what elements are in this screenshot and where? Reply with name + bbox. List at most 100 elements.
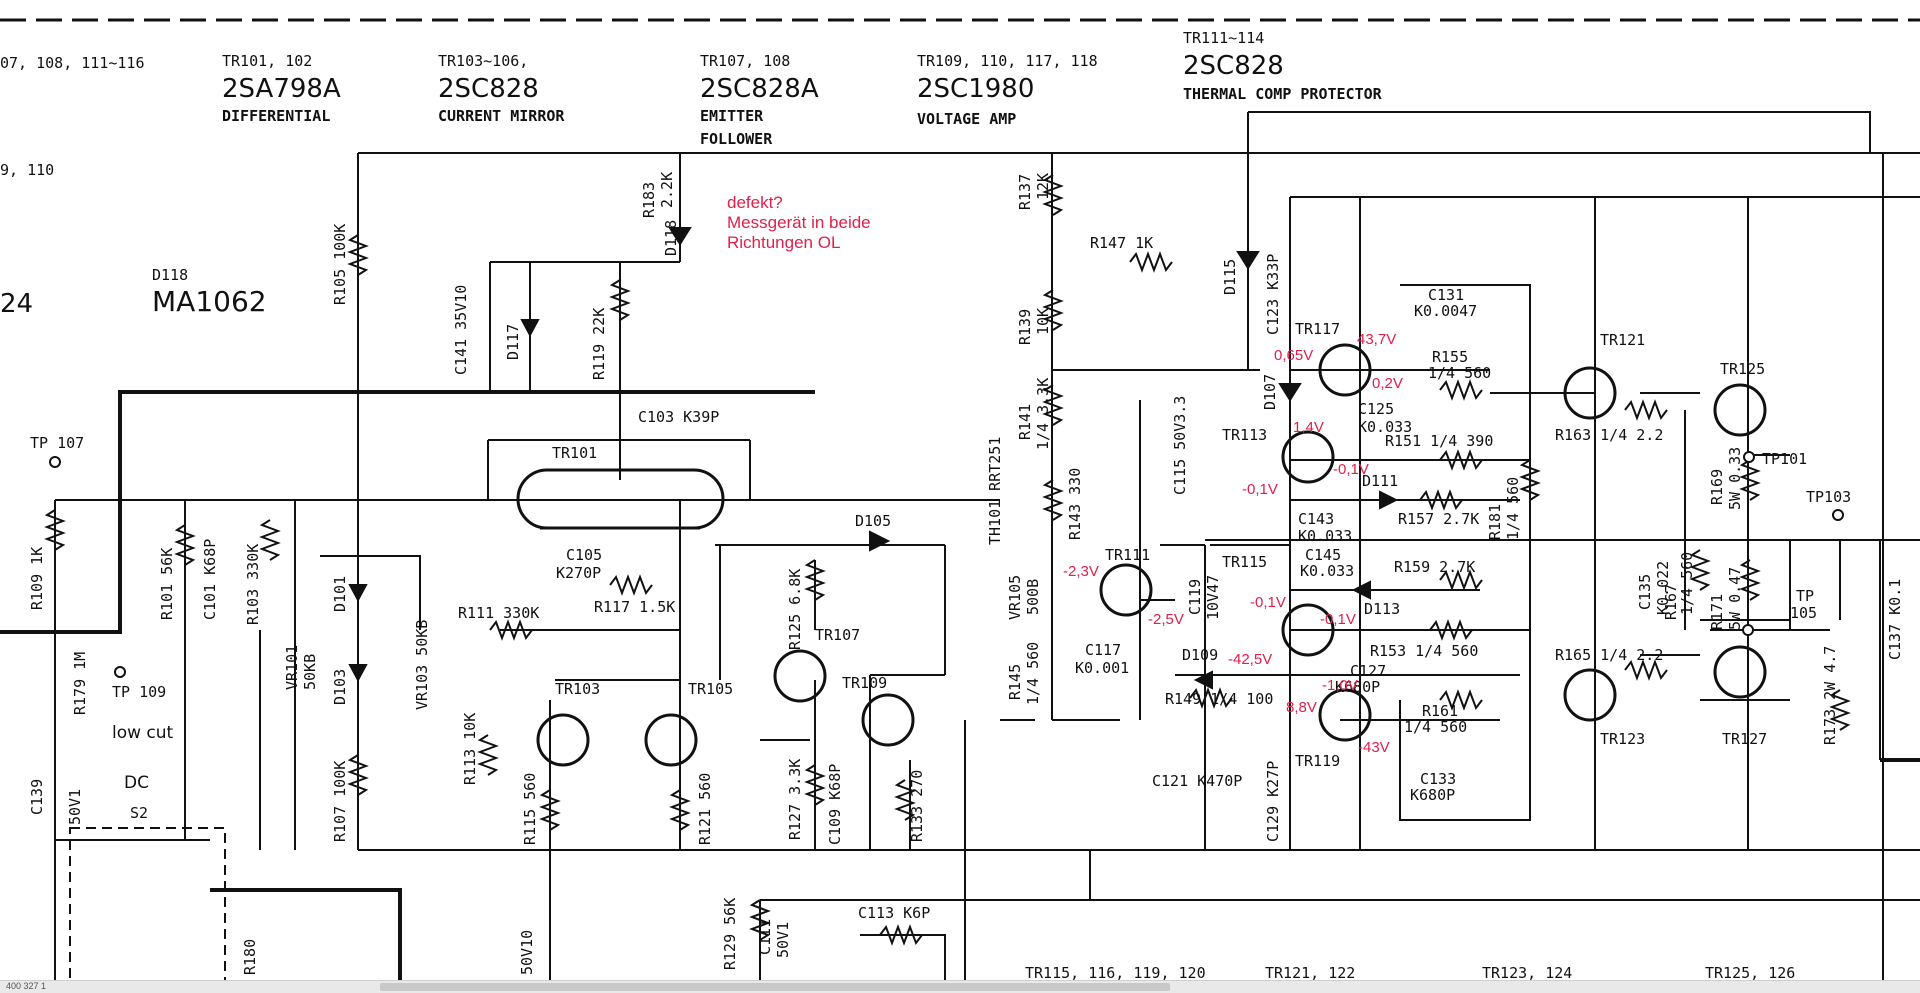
label-tr119: TR119 bbox=[1295, 752, 1340, 770]
d118-block-name: D118 bbox=[152, 266, 188, 284]
label-r167-value: 1/4 560 bbox=[1678, 552, 1696, 615]
label-r183: R183 bbox=[640, 182, 658, 218]
footer-label-2: TR123, 124 bbox=[1482, 964, 1572, 982]
measurement-tr113-collector: 1,4V bbox=[1293, 419, 1324, 436]
label-d101: D101 bbox=[331, 576, 349, 612]
label-c103: C103 K39P bbox=[638, 408, 719, 426]
switch-dc-label: DC bbox=[124, 773, 149, 793]
footer-labels: TR115, 116, 119, 120 TR121, 122 TR123, 1… bbox=[1025, 964, 1795, 982]
label-c109: C109 K68P bbox=[826, 764, 844, 845]
label-r109: R109 1K bbox=[28, 547, 46, 610]
label-r157: R157 2.7K bbox=[1398, 510, 1479, 528]
label-tr101: TR101 bbox=[552, 444, 597, 462]
measurement-tr115-collector: -42,5V bbox=[1228, 651, 1272, 668]
label-r173: R173 2W 4.7 bbox=[1821, 646, 1839, 745]
label-d117: D117 bbox=[504, 324, 522, 360]
label-c113: C113 K6P bbox=[858, 904, 930, 922]
label-vr101-value: 50KB bbox=[301, 654, 319, 690]
label-tp105: TP bbox=[1796, 587, 1814, 605]
switch-s2-labels: low cut DC S2 bbox=[112, 723, 174, 822]
label-r167: R167 bbox=[1662, 584, 1680, 620]
status-text: 400 327 1 bbox=[6, 981, 47, 991]
label-r105: R105 100K bbox=[331, 224, 349, 305]
label-r171-value: 5W 0.47 bbox=[1726, 567, 1744, 630]
label-c129: C129 K27P bbox=[1264, 761, 1282, 842]
header-2-func: CURRENT MIRROR bbox=[438, 107, 565, 125]
header-5-sub: TR111~114 bbox=[1183, 29, 1264, 47]
label-vr105: VR105 bbox=[1006, 575, 1024, 620]
section-headers: 07, 108, 111~116 TR101, 102 2SA798A DIFF… bbox=[0, 29, 1383, 319]
header-5-func: THERMAL COMP PROTECTOR bbox=[1183, 85, 1383, 103]
label-d109: D109 bbox=[1182, 646, 1218, 664]
label-tr107: TR107 bbox=[815, 626, 860, 644]
footer-label-3: TR125, 126 bbox=[1705, 964, 1795, 982]
switch-s2-label: S2 bbox=[130, 804, 148, 822]
annotation-line-3: Richtungen OL bbox=[727, 233, 840, 252]
label-c139: C139 bbox=[28, 779, 46, 815]
label-c117: C117 bbox=[1085, 641, 1121, 659]
footer-label-0: TR115, 116, 119, 120 bbox=[1025, 964, 1206, 982]
horizontal-scrollbar[interactable] bbox=[380, 983, 1170, 991]
label-c125-value: K0.033 bbox=[1358, 418, 1412, 436]
label-vr101: VR101 bbox=[283, 645, 301, 690]
label-tr113: TR113 bbox=[1222, 426, 1267, 444]
footer-label-1: TR121, 122 bbox=[1265, 964, 1355, 982]
label-c127-value: K680P bbox=[1335, 678, 1380, 696]
label-d103: D103 bbox=[331, 669, 349, 705]
label-r101: R101 56K bbox=[158, 548, 176, 620]
label-c111: C111 bbox=[756, 919, 774, 955]
annotation-line-1: defekt? bbox=[727, 193, 783, 212]
label-c123: C123 K33P bbox=[1264, 254, 1282, 335]
label-c133: C133 bbox=[1420, 770, 1456, 788]
label-tr105: TR105 bbox=[688, 680, 733, 698]
d118-block-part: MA1062 bbox=[152, 285, 267, 318]
header-1-sub: TR101, 102 bbox=[222, 52, 312, 70]
label-tr109: TR109 bbox=[842, 674, 887, 692]
label-r163: R163 1/4 2.2 bbox=[1555, 426, 1663, 444]
label-tr103: TR103 bbox=[555, 680, 600, 698]
label-c105: C105 bbox=[566, 546, 602, 564]
switch-low-cut-label: low cut bbox=[112, 723, 174, 743]
label-c141: C141 35V10 bbox=[452, 285, 470, 375]
label-c121: C121 K470P bbox=[1152, 772, 1242, 790]
measurement-tr115-base: -0,1V bbox=[1250, 594, 1286, 611]
label-c135-value: K0.022 bbox=[1654, 561, 1672, 615]
header-4-func: VOLTAGE AMP bbox=[917, 110, 1016, 128]
header-0-sub: 07, 108, 111~116 bbox=[0, 54, 145, 72]
tr101-envelope bbox=[516, 468, 725, 530]
label-tr121: TR121 bbox=[1600, 331, 1645, 349]
label-r149: R149 1/4 100 bbox=[1165, 690, 1273, 708]
label-d105: D105 bbox=[855, 512, 891, 530]
label-r161-value: 1/4 560 bbox=[1404, 718, 1467, 736]
label-r151: R151 1/4 390 bbox=[1385, 432, 1493, 450]
left-fragment-1: 9, 110 bbox=[0, 161, 54, 179]
label-r169: R169 bbox=[1708, 469, 1726, 505]
component-labels: R105 100K R183 2.2K D118 C141 35V10 D117… bbox=[28, 172, 1904, 975]
label-d107: D107 bbox=[1261, 374, 1279, 410]
label-c119: C119 bbox=[1186, 579, 1204, 615]
label-r141: R141 bbox=[1016, 404, 1034, 440]
label-c139-value: 50V1 bbox=[66, 789, 84, 825]
header-2-part: 2SC828 bbox=[438, 74, 539, 104]
label-d111: D111 bbox=[1362, 472, 1398, 490]
measurement-tr111-base: -2,3V bbox=[1063, 563, 1099, 580]
label-r161: R161 bbox=[1422, 702, 1458, 720]
label-r181: R181 bbox=[1486, 504, 1504, 540]
label-c119-value: 10V47 bbox=[1204, 575, 1222, 620]
label-c111-value: 50V1 bbox=[774, 922, 792, 958]
test-points bbox=[49, 451, 1844, 678]
wiring bbox=[0, 111, 1920, 980]
label-tp107: TP 107 bbox=[30, 434, 84, 452]
label-c127: C127 bbox=[1350, 662, 1386, 680]
annotation-line-2: Messgerät in beide bbox=[727, 213, 871, 232]
measurement-tr119-emitter: -43V bbox=[1358, 739, 1390, 756]
label-c137: C137 K0.1 bbox=[1886, 579, 1904, 660]
measurement-tr113-emitter: -0,1V bbox=[1333, 461, 1369, 478]
label-r119: R119 22K bbox=[590, 308, 608, 380]
label-r113: R113 10K bbox=[461, 713, 479, 785]
label-tp109: TP 109 bbox=[112, 683, 166, 701]
label-c145-value: K0.033 bbox=[1300, 562, 1354, 580]
label-tr123: TR123 bbox=[1600, 730, 1645, 748]
label-c105-value: K270P bbox=[556, 564, 601, 582]
